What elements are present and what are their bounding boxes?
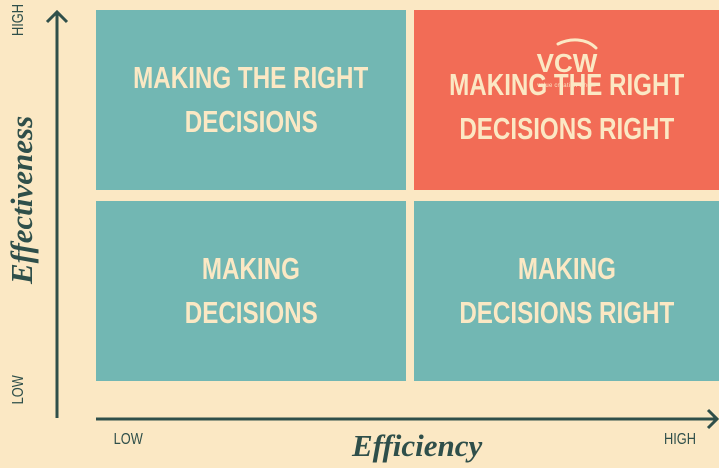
x-axis-low-label: LOW	[113, 431, 143, 448]
quadrant-label-line: DECISIONS	[184, 104, 318, 139]
quadrant-label-line: DECISIONS RIGHT	[459, 295, 674, 330]
quadrant-label-line: MAKING	[201, 251, 301, 286]
quadrant-label-line: DECISIONS	[184, 295, 318, 330]
x-axis-title: Efficiency	[352, 428, 483, 463]
x-axis-arrow	[706, 408, 719, 430]
quadrant-label-line: MAKING	[517, 251, 616, 286]
quadrant-making-decisions: MAKING DECISIONS	[96, 201, 406, 381]
x-axis-high-label: HIGH	[664, 431, 696, 448]
y-axis-arrow	[45, 9, 69, 24]
quadrant-label-line: MAKING THE RIGHT	[133, 60, 369, 95]
quadrant-making-decisions-right: MAKING DECISIONS RIGHT	[414, 201, 719, 381]
y-axis-low-label: LOW	[10, 375, 27, 405]
quadrant-label-line: MAKING THE RIGHT	[448, 67, 685, 102]
quadrant-making-the-right-decisions-right: VCW value creation wheel MAKING THE RIGH…	[414, 10, 719, 190]
y-axis-title: Effectiveness	[4, 115, 39, 284]
quadrant-making-the-right-decisions: MAKING THE RIGHT DECISIONS	[96, 10, 406, 190]
y-axis-high-label: HIGH	[10, 4, 27, 36]
quadrant-label-line: DECISIONS RIGHT	[459, 111, 674, 146]
